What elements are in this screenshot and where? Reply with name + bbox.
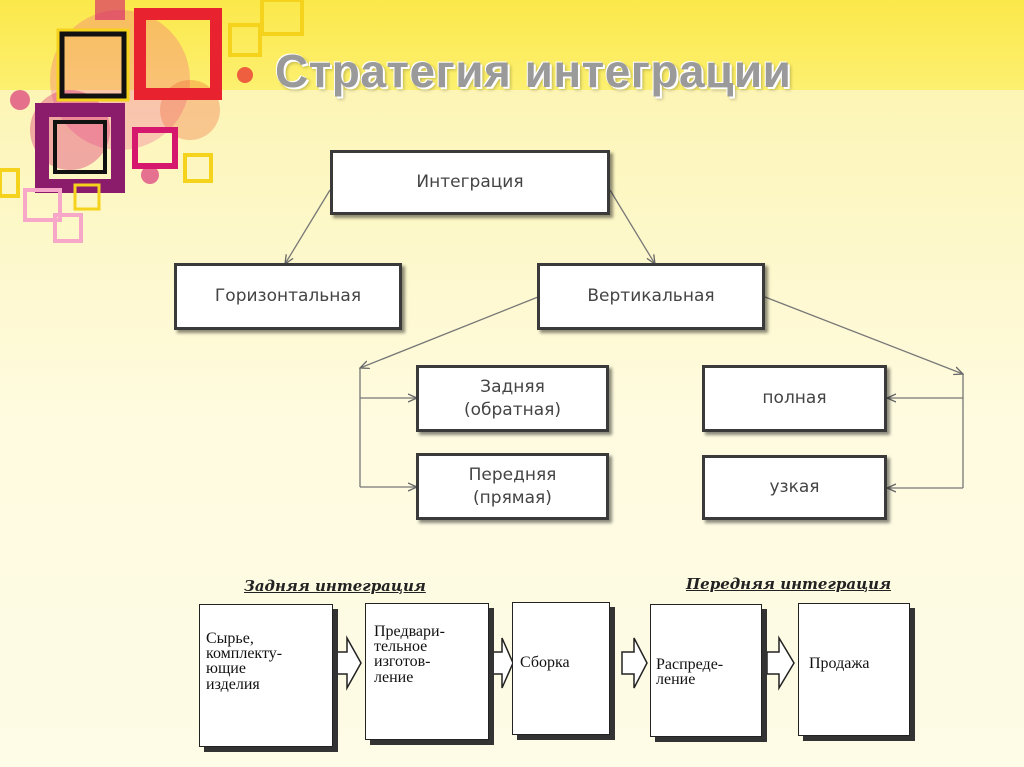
flow-arrow-3 — [622, 638, 647, 688]
flow-arrow-4 — [767, 638, 794, 688]
flow-step-distribution-label: Распреде- ление — [656, 657, 723, 687]
flow-step-assembly: Сборка — [512, 602, 610, 735]
flow-step-assembly-label: Сборка — [520, 655, 570, 671]
flow-step-preliminary-manufacturing-label: Предвари- тельное изготов- ление — [374, 624, 445, 685]
flow-step-distribution: Распреде- ление — [650, 604, 762, 737]
flow-step-sales-label: Продажа — [809, 656, 870, 672]
flow-step-raw-materials-label: Сырье, комплекту- ющие изделия — [206, 631, 282, 692]
flow-step-preliminary-manufacturing: Предвари- тельное изготов- ление — [365, 603, 489, 740]
flow-step-sales: Продажа — [798, 603, 910, 736]
flow-arrow-1 — [336, 638, 361, 688]
flow-arrow-2 — [491, 638, 513, 688]
flow-step-raw-materials: Сырье, комплекту- ющие изделия — [199, 604, 333, 747]
